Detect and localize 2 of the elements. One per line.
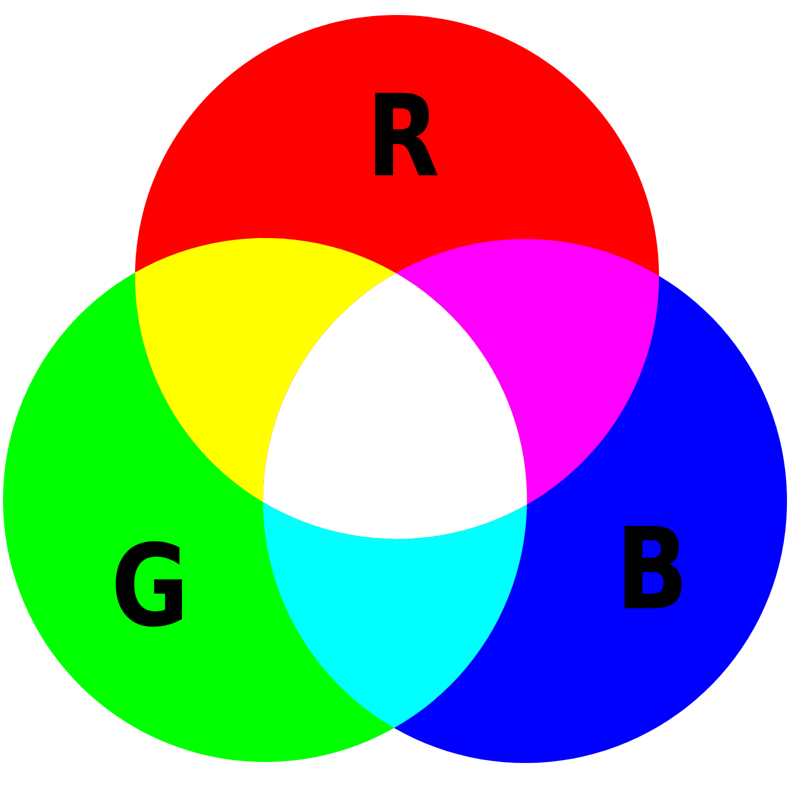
crescent: B <box>394 276 787 763</box>
crescent: G <box>3 272 527 762</box>
